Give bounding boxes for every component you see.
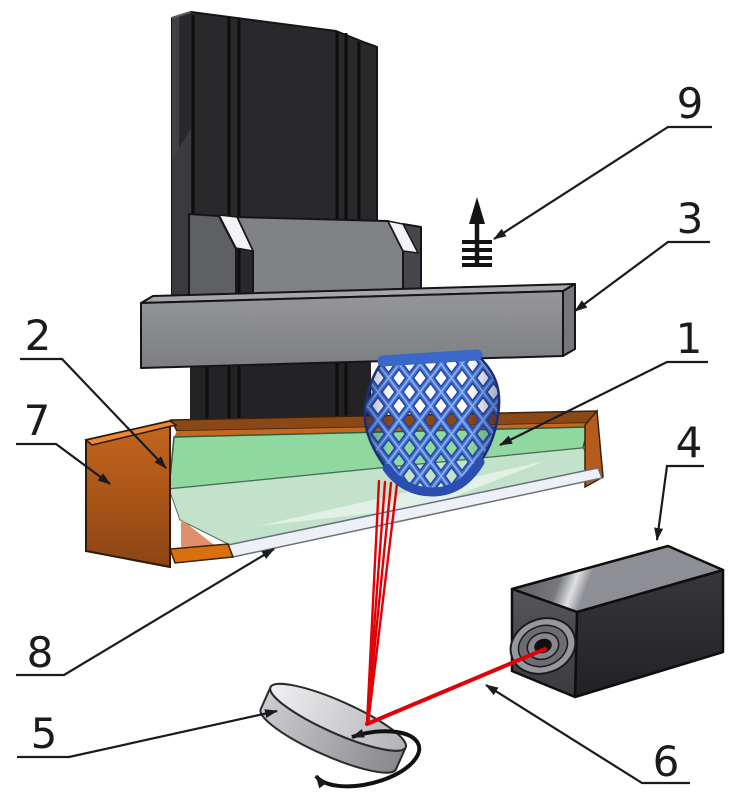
platform-right-face xyxy=(562,283,576,357)
z-arrow-head xyxy=(469,197,485,224)
z-hatch-bar xyxy=(462,256,492,260)
beam-source-to-mirror xyxy=(365,647,547,726)
leader-line-9 xyxy=(493,125,712,240)
callout-4-laser-source: 4 xyxy=(654,418,704,541)
laser-source xyxy=(509,544,725,699)
leader-line-3 xyxy=(574,240,710,312)
carriage-left-post xyxy=(188,213,237,298)
beam-fan-to-part xyxy=(365,479,399,726)
callout-6-beam: 6 xyxy=(485,684,690,786)
scanning-mirror xyxy=(259,682,408,774)
callout-number-4: 4 xyxy=(676,418,703,467)
tower-top-edge xyxy=(171,11,192,19)
carriage-right-chamfer xyxy=(386,219,420,254)
vat-left-wall-top xyxy=(84,420,178,446)
resin-vat xyxy=(84,409,604,569)
leader-line-2 xyxy=(20,357,167,469)
callout-number-7: 7 xyxy=(24,396,51,445)
vat-wall-section-salmon xyxy=(181,519,214,547)
callout-8-glass-bottom: 8 xyxy=(16,548,275,677)
leader-line-5 xyxy=(17,709,278,759)
callout-5-mirror: 5 xyxy=(17,709,278,759)
part-top-collar xyxy=(377,349,483,367)
z-motion-symbol xyxy=(462,197,492,267)
tower-left-column-sheen xyxy=(172,128,191,300)
callout-3-platform: 3 xyxy=(574,194,710,312)
build-platform xyxy=(140,283,576,369)
z-carriage xyxy=(188,213,422,298)
carriage-center-face xyxy=(236,216,404,296)
beam-ray xyxy=(366,482,399,726)
callout-9-z-motion: 9 xyxy=(493,79,712,240)
leader-line-6 xyxy=(485,684,690,785)
callout-1-printed-part: 1 xyxy=(499,314,708,446)
callout-number-5: 5 xyxy=(31,709,58,758)
printed-part xyxy=(363,349,501,497)
laser-beams xyxy=(365,479,547,726)
platform-front-face xyxy=(140,290,564,369)
callout-number-9: 9 xyxy=(677,79,704,128)
leader-line-1 xyxy=(499,360,708,446)
z-hatch-bar xyxy=(462,263,492,267)
z-hatch-bar xyxy=(462,248,492,252)
callout-7-vat-wall: 7 xyxy=(16,396,111,485)
beam-ray xyxy=(365,481,393,726)
carriage-left-chamfer xyxy=(217,214,255,252)
leader-line-7 xyxy=(16,442,111,485)
leader-line-8 xyxy=(16,548,275,677)
callout-number-1: 1 xyxy=(676,314,703,363)
rotation-arrow xyxy=(314,728,422,789)
callout-number-6: 6 xyxy=(653,737,680,786)
vat-bottom-lip xyxy=(168,543,235,564)
part-bottom-rim xyxy=(382,457,485,497)
callout-2-resin: 2 xyxy=(20,311,167,469)
z-hatch-bar xyxy=(462,240,492,244)
callout-number-8: 8 xyxy=(27,628,54,677)
leader-line-4 xyxy=(654,464,704,541)
callout-number-3: 3 xyxy=(677,194,704,243)
callout-number-2: 2 xyxy=(25,311,52,360)
callouts: 1 2 3 4 5 6 7 8 xyxy=(16,79,712,786)
